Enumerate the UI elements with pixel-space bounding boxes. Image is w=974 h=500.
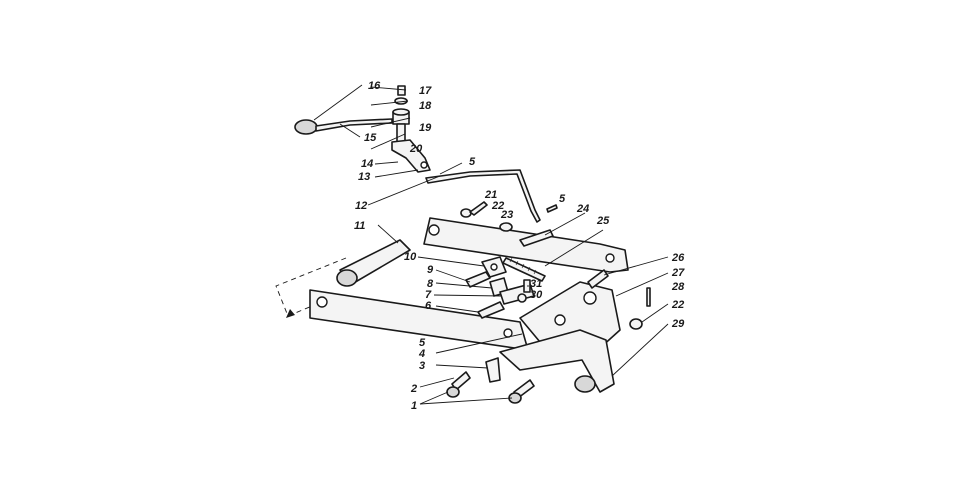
upper-lift-arm [423,201,629,273]
bolt-17 [397,85,406,96]
pivot-shaft-11 [275,239,411,318]
callout-23: 23 [500,209,513,221]
callout-1: 1 [411,400,417,412]
callout-11: 11 [354,220,365,232]
callout-31: 31 [530,278,542,290]
callout-14: 14 [361,158,373,170]
pin-21 [469,201,488,216]
washer-22-upper [460,208,472,218]
bracket-hole [420,161,428,169]
lower-fasteners [446,357,535,404]
assembly-arrowhead [286,309,295,318]
callout-3: 3 [419,360,425,372]
shaft-end [336,269,358,287]
callout-22-lower: 22 [671,299,684,311]
lever-rod [315,118,393,132]
spring-coils [509,257,537,275]
callout-5-lower: 5 [419,337,426,349]
pivot-post [396,123,406,143]
spring-25 [502,257,546,282]
pin-9 [465,271,491,288]
lower-arm-hole-mid [503,328,513,338]
callout-9: 9 [427,264,434,276]
bracket-29 [499,329,615,393]
lower-arm-hole-front [316,296,328,308]
callout-8: 8 [427,278,434,290]
pin-6 [477,301,505,319]
callout-17: 17 [419,85,432,97]
leader-lines [313,84,669,405]
callout-5-top: 5 [469,156,476,168]
assembly-path-dashed [275,257,347,317]
callout-22-upper: 22 [491,200,504,212]
upper-arm-hole-front [428,224,440,236]
bolt-3 [485,357,501,383]
callout-4: 4 [418,348,425,360]
clip-5 [546,204,558,213]
frame-bracket [499,269,651,393]
callout-18: 18 [419,100,432,112]
frame-hole-2 [554,314,566,326]
link-rod [425,169,541,223]
callout-15: 15 [364,132,377,144]
callout-30: 30 [530,289,543,301]
callout-20: 20 [409,143,423,155]
link-24 [519,229,554,247]
lever-knob [294,119,318,135]
pin-26 [587,269,609,289]
clevis-hole [490,263,498,271]
upper-arm-hole-rear [605,253,615,263]
callout-10: 10 [404,251,417,263]
callout-12: 12 [355,200,367,212]
callout-29: 29 [671,318,685,330]
callout-labels: 16 17 18 19 20 15 14 13 12 5 21 22 5 23 … [354,80,685,412]
bracket-foot [574,375,596,393]
pin-28 [646,287,651,307]
callout-16: 16 [368,80,381,92]
callout-2: 2 [410,383,417,395]
callout-28: 28 [671,281,685,293]
callout-6: 6 [425,300,432,312]
callout-27: 27 [671,267,685,279]
callout-19: 19 [419,122,432,134]
callout-24: 24 [576,203,589,215]
nut-30 [517,293,527,303]
part-23 [499,222,513,232]
callout-13: 13 [358,171,370,183]
washer-22-lower [629,318,643,330]
center-linkage [465,256,546,319]
bushing-19-top [392,108,410,116]
callout-7: 7 [425,289,432,301]
callout-25: 25 [596,215,610,227]
frame-hole-1 [583,291,597,305]
callout-21: 21 [484,189,497,201]
bolt-1-head-a [446,386,460,398]
callout-5-right: 5 [559,193,566,205]
callout-26: 26 [671,252,685,264]
